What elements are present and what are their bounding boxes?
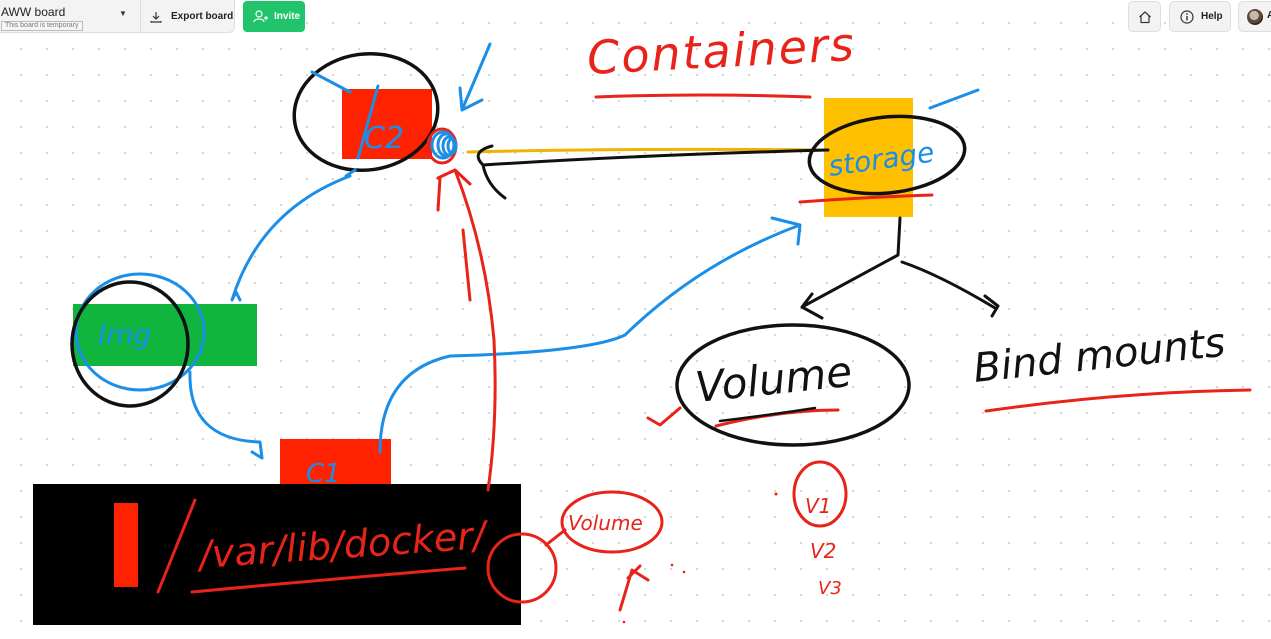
containers-underline [594,93,812,99]
temporary-board-note: This board is temporary [1,21,83,31]
port-blue-arrow [458,42,492,112]
port-scribble [426,127,458,165]
image-to-c2-link [230,174,352,302]
v1-label: V1 [805,494,831,518]
storage-circle [807,114,967,196]
board-title[interactable]: AWW board [1,5,66,19]
volume-small-label: Volume [568,511,643,535]
home-icon [1138,10,1151,23]
port-to-storage-yellow-line [466,147,830,154]
containers-heading: Containers [586,17,857,85]
board-menu: AWW board This board is temporary ▼ Expo… [0,0,235,33]
avatar [1247,9,1263,25]
help-label: Help [1201,11,1223,22]
info-icon [1180,9,1194,24]
v3-label: V3 [818,578,842,599]
bind-mounts-label: Bind mounts [971,320,1227,392]
container-c1-box [280,439,391,489]
dot-mark [670,563,674,567]
storage-red-underline [798,193,934,204]
container-c2-box [342,89,432,159]
add-user-icon [253,10,268,23]
image-blue-circle [74,272,206,392]
download-icon [150,11,162,23]
help-button[interactable]: Help [1169,1,1231,32]
host-slash-left [156,498,197,594]
host-volume-circle [486,532,558,604]
docker-path-underline [190,566,467,594]
c2-circle [292,51,440,173]
host-to-volume-line [544,528,567,547]
port-to-storage-black-line [476,144,830,200]
image-label: Img [98,318,151,351]
c1-label: C1 [306,459,341,489]
invite-label: Invite [274,11,301,22]
volume-small-circle [560,490,664,554]
c2-blue-slash [310,70,380,178]
c1-to-storage-link [378,216,802,454]
image-to-c1-link [188,370,264,460]
volume-small-arrow [618,564,650,612]
image-black-circle [70,280,190,408]
dot-mark [682,570,686,574]
host-to-c2-red-line-2 [461,228,472,302]
home-button[interactable] [1128,1,1161,32]
export-board-button[interactable]: Export board [140,0,235,33]
export-board-label: Export board [171,11,234,22]
storage-blue-tick [928,88,980,110]
c2-label: C2 [364,121,404,156]
bind-mounts-underline [984,388,1252,413]
invite-button[interactable]: Invite [243,1,305,32]
volume-black-underline [718,406,817,423]
dot-mark [774,492,778,496]
storage-branch-lines [800,216,1000,320]
image-box [73,304,257,366]
user-menu-button[interactable]: A [1238,1,1271,32]
v1-circle [792,460,848,528]
dot-mark [622,620,626,624]
host-to-c2-red-line [436,168,497,492]
user-initial: A [1267,10,1271,21]
volume-circle [675,323,911,447]
chevron-down-icon[interactable]: ▼ [119,9,127,18]
v2-label: V2 [810,539,836,563]
volume-label: Volume [693,347,854,412]
host-red-marker [114,503,138,587]
